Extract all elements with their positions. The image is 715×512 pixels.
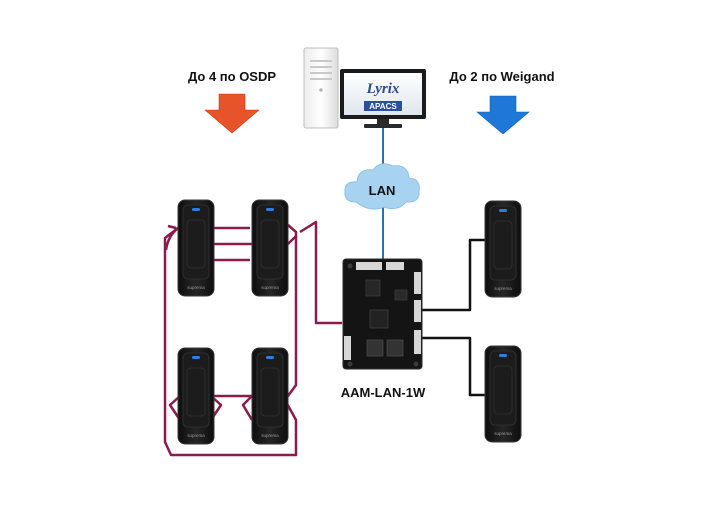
card-reader-icon: suprema — [177, 199, 215, 297]
svg-text:suprema: suprema — [187, 285, 205, 290]
card-reader-icon: suprema — [484, 345, 522, 443]
svg-text:suprema: suprema — [494, 286, 512, 291]
apacs-logo: APACS — [369, 102, 397, 111]
monitor — [340, 69, 426, 128]
svg-text:suprema: suprema — [187, 433, 205, 438]
arrow-down-icon — [204, 93, 260, 134]
osdp-bus-wire — [163, 220, 342, 457]
cloud-icon — [344, 163, 420, 210]
card-reader-icon: suprema — [484, 200, 522, 298]
controller-board-icon — [342, 258, 423, 370]
lan-label: LAN — [369, 183, 396, 198]
svg-text:suprema: suprema — [261, 285, 279, 290]
card-reader-icon: suprema — [177, 347, 215, 445]
arrow-down-icon — [476, 95, 530, 135]
card-reader-icon: suprema — [251, 347, 289, 445]
osdp-label: До 4 по OSDP — [188, 69, 276, 84]
svg-text:suprema: suprema — [261, 433, 279, 438]
controller-label: AAM-LAN-1W — [341, 385, 426, 400]
weigand-wire-bottom — [420, 336, 488, 397]
weigand-wire-top — [420, 238, 488, 312]
lyrix-logo: Lyrix — [366, 81, 400, 97]
card-reader-icon: suprema — [251, 199, 289, 297]
weigand-label: До 2 по Weigand — [449, 69, 554, 84]
desktop-computer-icon — [303, 47, 339, 129]
svg-text:suprema: suprema — [494, 431, 512, 436]
